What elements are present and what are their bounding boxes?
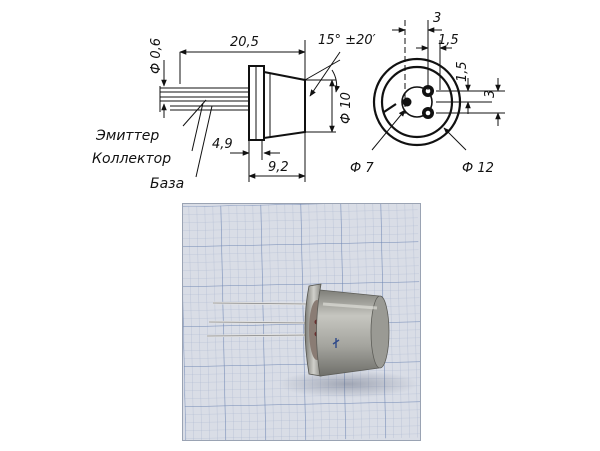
label-collector: Коллектор — [92, 151, 171, 167]
photo-leads — [206, 301, 312, 338]
label-emitter: Эмиттер — [95, 128, 159, 144]
dim-body-length: 9,2 — [268, 160, 289, 175]
dim-pin-spacing-top: 3 — [433, 11, 441, 26]
leads — [160, 87, 250, 111]
dim-taper-angle: 15° ±20′ — [318, 33, 376, 48]
label-base: База — [150, 176, 184, 192]
dim-pin-offset-right: 1,5 — [455, 61, 470, 82]
dim-flange-diameter: Ф 12 — [462, 161, 494, 176]
dim-length-total: 20,5 — [230, 35, 259, 50]
dim-pin-spacing-right: 3 — [483, 90, 498, 98]
dim-flange-offset: 4,9 — [212, 137, 233, 152]
end-view: 3 1,5 1,5 3 Ф 7 Ф 12 — [350, 11, 505, 176]
dim-lead-diameter: Ф 0,6 — [149, 38, 164, 74]
side-view: 20,5 Ф 0,6 15° ±20′ Ф 10 4,9 9,2 Эмиттер… — [92, 33, 376, 192]
pin-circle — [401, 86, 433, 118]
pin-left — [402, 97, 412, 107]
dim-body-diameter: Ф 10 — [339, 92, 354, 124]
dim-pin-offset-top: 1,5 — [438, 33, 459, 48]
dim-pin-circle: Ф 7 — [350, 161, 374, 176]
component-photo — [182, 203, 421, 441]
